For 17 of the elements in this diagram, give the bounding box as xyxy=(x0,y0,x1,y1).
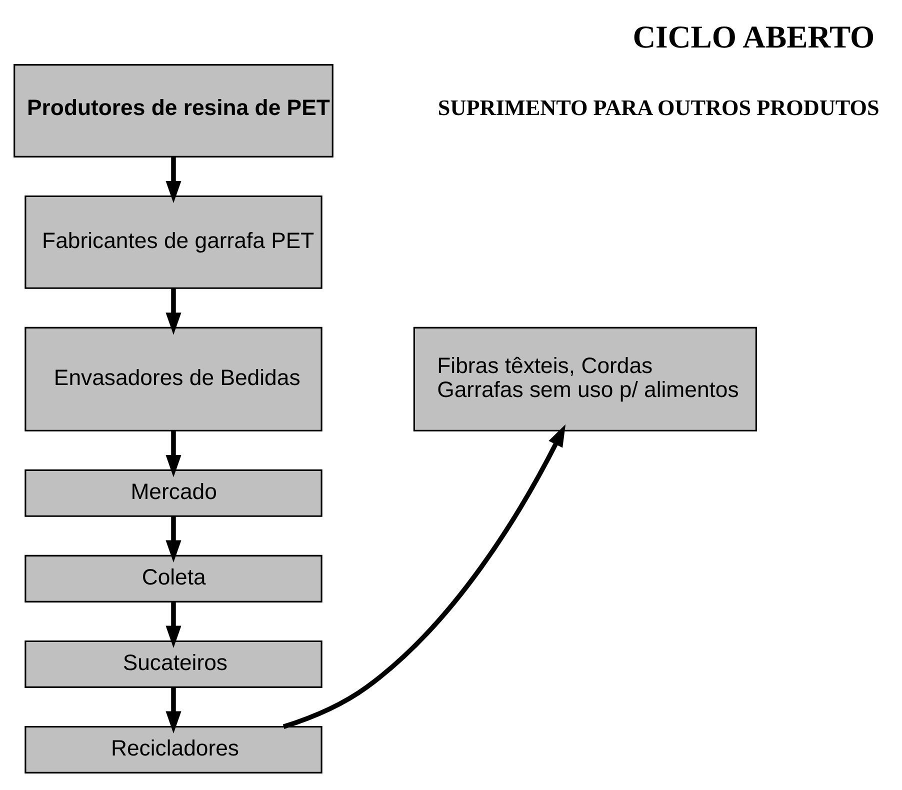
label: SUPRIMENTO PARA OUTROS PRODUTOS xyxy=(438,95,880,120)
node-box: Coleta xyxy=(24,554,322,602)
node-box: Fibras têxteis, Cordas Garrafas sem uso p/ alimentos xyxy=(413,326,758,432)
node-box: Mercado xyxy=(24,469,322,517)
diagram-title: CICLO ABERTO xyxy=(632,19,875,54)
node-box: Envasadores de Bedidas xyxy=(24,326,322,432)
node-box: Produtores de resina de PET xyxy=(14,64,334,158)
arrow xyxy=(166,602,182,648)
arrow xyxy=(166,430,182,478)
node-box: Fabricantes de garrafa PET xyxy=(24,195,322,289)
arrow xyxy=(166,687,182,734)
arrow xyxy=(282,424,566,729)
node-box: Sucateiros xyxy=(24,640,322,688)
node-box: Recicladores xyxy=(24,726,322,774)
arrow xyxy=(166,157,182,204)
arrow xyxy=(166,516,182,563)
arrow xyxy=(166,288,182,335)
